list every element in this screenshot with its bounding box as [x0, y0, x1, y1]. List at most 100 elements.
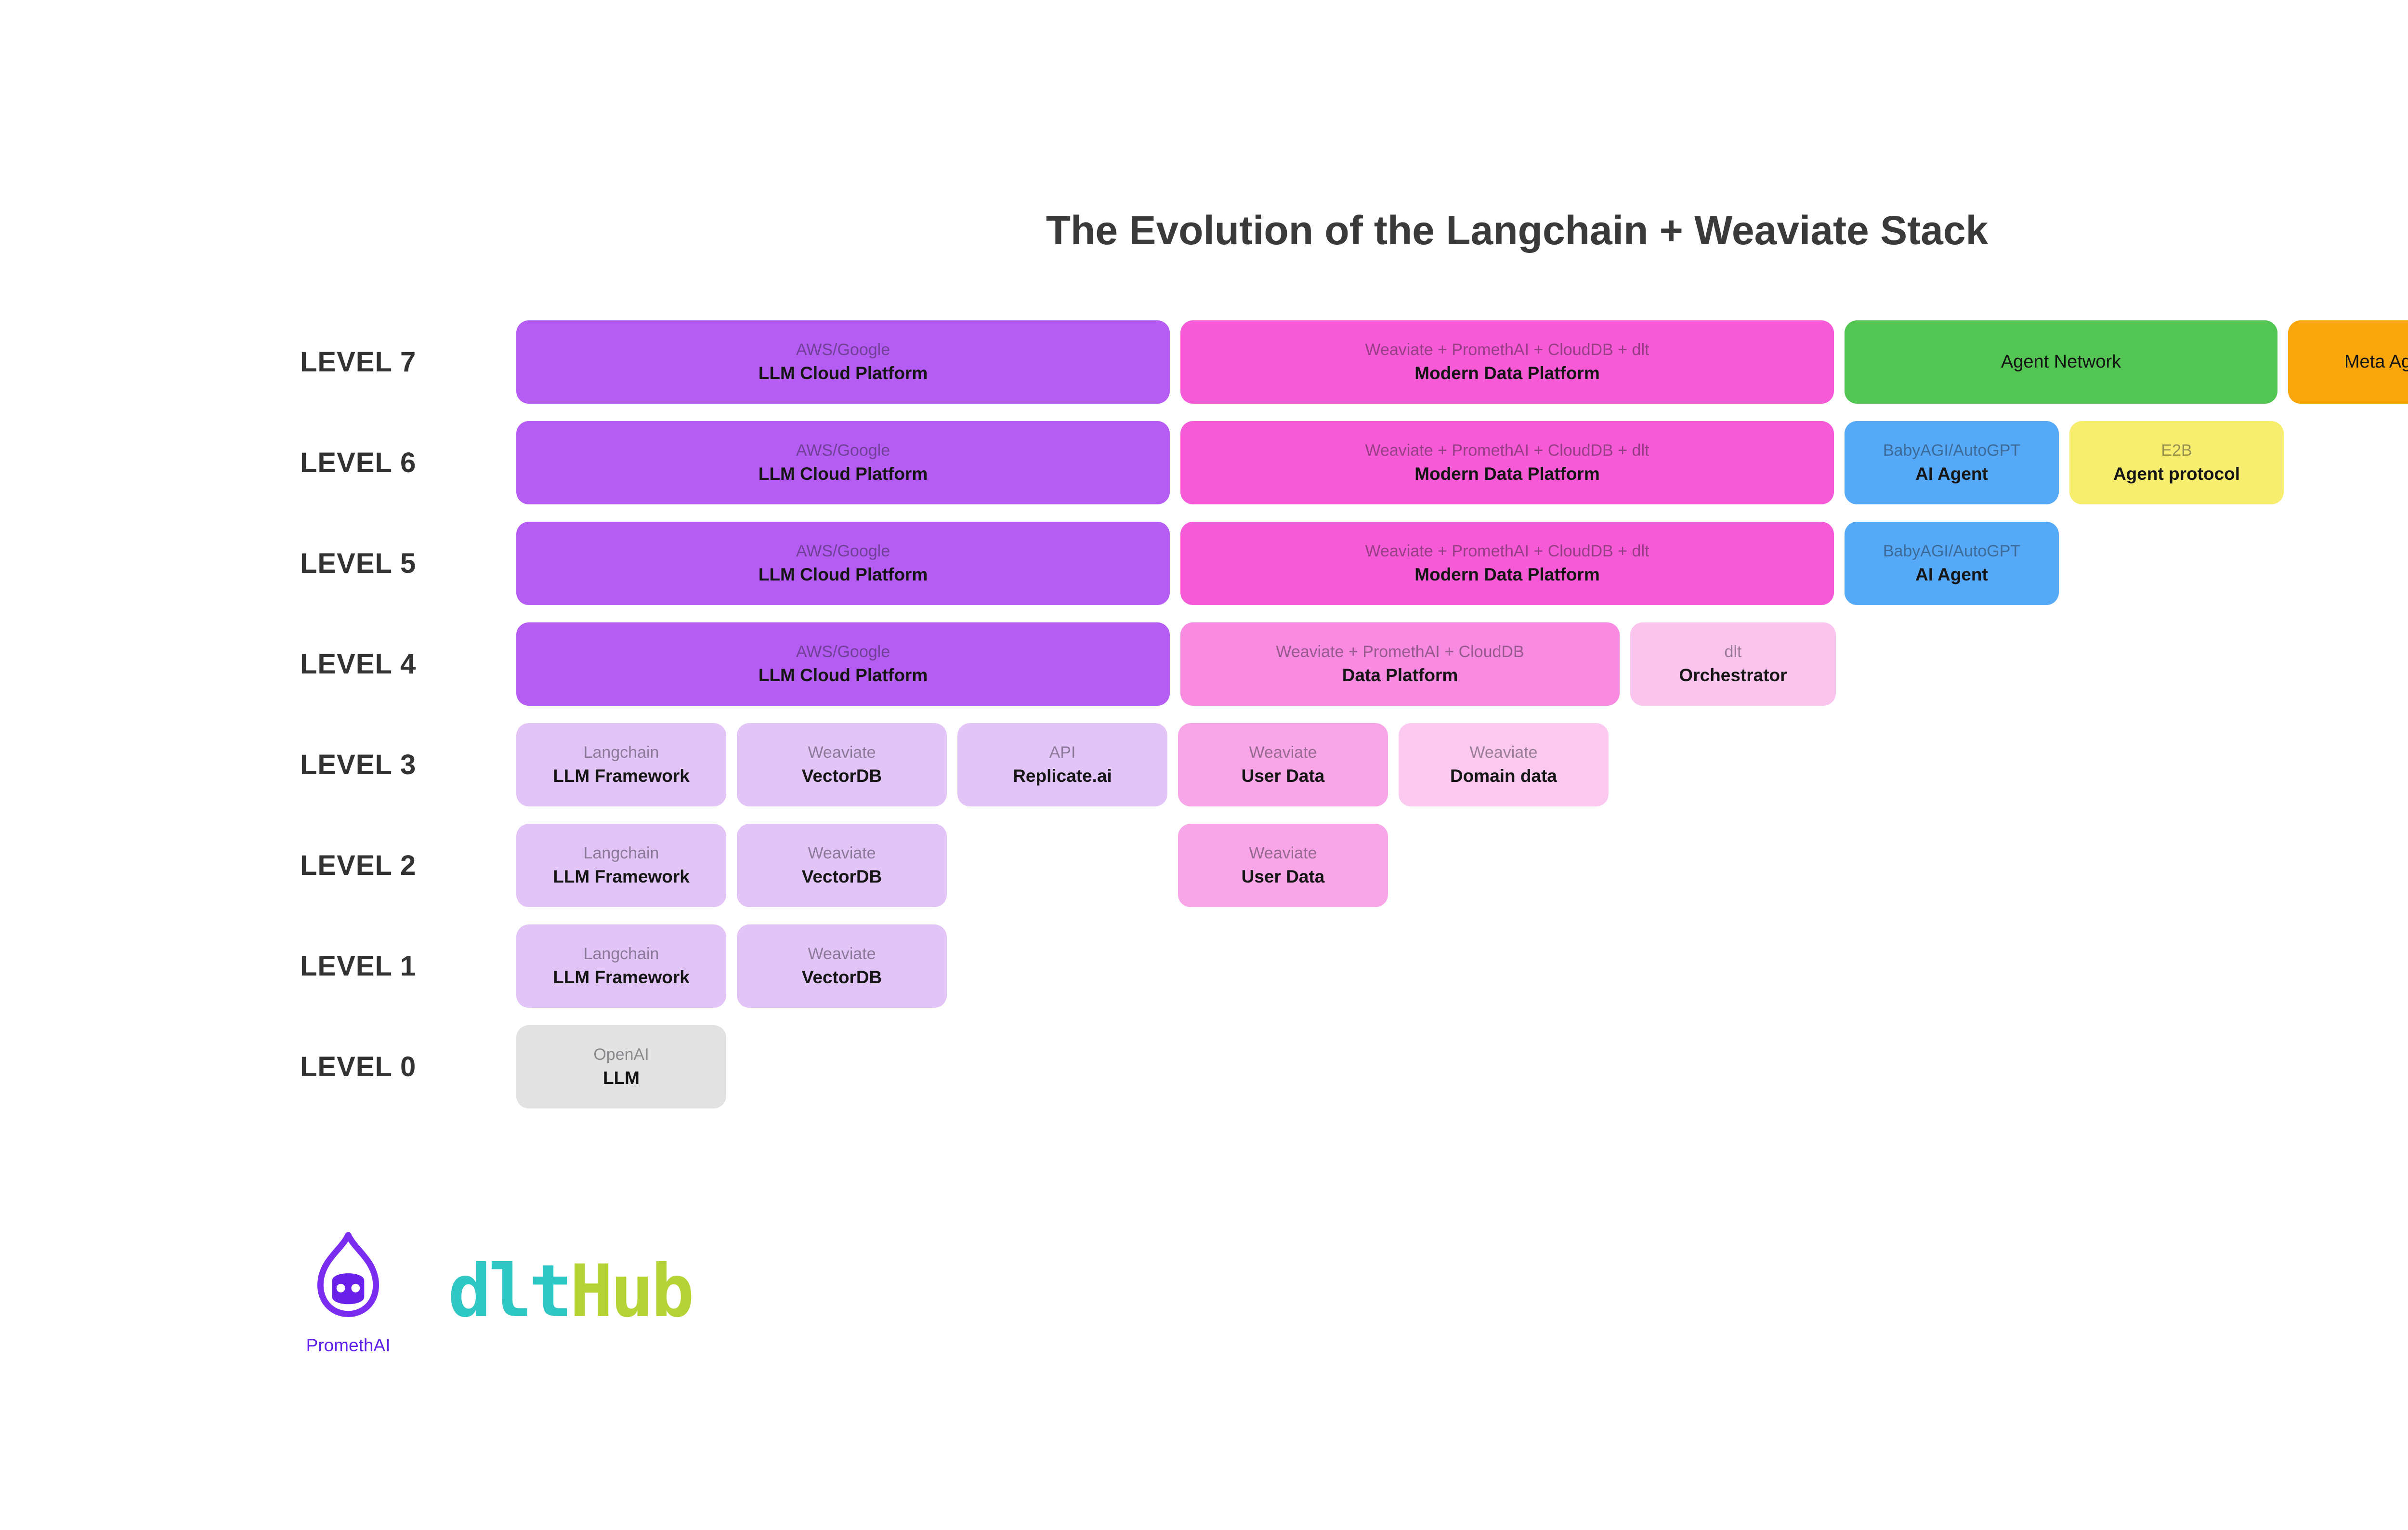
- block-top-label: Weaviate: [808, 743, 876, 762]
- block-top-label: Weaviate: [808, 944, 876, 963]
- block-bottom-label: User Data: [1241, 765, 1325, 786]
- block-top-label: Langchain: [583, 944, 659, 963]
- block-top-label: E2B: [2161, 441, 2192, 460]
- promethai-label: PromethAI: [306, 1335, 391, 1355]
- block-bottom-label: LLM: [602, 1068, 640, 1088]
- block-top-label: AWS/Google: [796, 541, 890, 560]
- block-bottom-label: VectorDB: [801, 765, 882, 786]
- level-label: LEVEL 7: [300, 346, 417, 378]
- block-bottom-label: LLM Cloud Platform: [758, 463, 928, 484]
- block-bottom-label: Modern Data Platform: [1414, 463, 1600, 484]
- block-bottom-label: VectorDB: [801, 866, 882, 886]
- stack-block: Weaviate + PromethAI + CloudDB Data Platf…: [1180, 622, 1620, 706]
- promethai-flame-icon: [317, 1232, 379, 1318]
- block-bottom-label: AI Agent: [1915, 463, 1988, 484]
- block-top-label: Weaviate + PromethAI + CloudDB + dlt: [1365, 340, 1649, 359]
- dlthub-logo: dltHub: [448, 1246, 694, 1337]
- block-top-label: Weaviate: [1249, 844, 1317, 862]
- block-top-label: Weaviate: [808, 844, 876, 862]
- level-label: LEVEL 4: [300, 648, 417, 680]
- stack-block: Meta Agents: [2288, 320, 2408, 404]
- block-bottom-label: Agent protocol: [2113, 463, 2240, 484]
- block-bottom-label: LLM Cloud Platform: [758, 564, 928, 584]
- block-label: Agent Network: [2001, 351, 2121, 372]
- level-label: LEVEL 1: [300, 950, 417, 982]
- block-bottom-label: LLM Framework: [553, 866, 690, 886]
- dlt-logo-text: dlt: [448, 1250, 573, 1333]
- stack-block: BabyAGI/AutoGPT AI Agent: [1845, 522, 2059, 605]
- block-top-label: Langchain: [583, 844, 659, 862]
- block-top-label: AWS/Google: [796, 441, 890, 460]
- block-bottom-label: Data Platform: [1342, 665, 1458, 685]
- level-label: LEVEL 6: [300, 447, 417, 478]
- block-bottom-label: VectorDB: [801, 967, 882, 987]
- level-label: LEVEL 2: [300, 850, 417, 881]
- stack-block: API Replicate.ai: [957, 723, 1167, 806]
- level-row: LEVEL 0OpenAILLMI need to extract nuance…: [0, 1025, 2408, 1108]
- block-bottom-label: Orchestrator: [1679, 665, 1787, 685]
- block-top-label: dlt: [1724, 642, 1742, 661]
- page-title: The Evolution of the Langchain + Weaviat…: [1046, 208, 1989, 253]
- hub-logo-text: Hub: [569, 1250, 694, 1333]
- stack-block: E2B Agent protocol: [2069, 421, 2284, 504]
- block-top-label: Weaviate + PromethAI + CloudDB: [1276, 642, 1524, 661]
- block-bottom-label: LLM Framework: [553, 765, 690, 786]
- block-bottom-label: Modern Data Platform: [1414, 564, 1600, 584]
- block-top-label: Weaviate + PromethAI + CloudDB + dlt: [1365, 541, 1649, 560]
- block-top-label: AWS/Google: [796, 340, 890, 359]
- level-label: LEVEL 3: [300, 749, 417, 780]
- block-bottom-label: User Data: [1241, 866, 1325, 886]
- block-bottom-label: LLM Framework: [553, 967, 690, 987]
- block-bottom-label: LLM Cloud Platform: [758, 363, 928, 383]
- block-top-label: Langchain: [583, 743, 659, 762]
- block-bottom-label: Domain data: [1450, 765, 1557, 786]
- block-top-label: API: [1049, 743, 1076, 762]
- stack-block: Agent Network: [1845, 320, 2277, 404]
- level-label: LEVEL 5: [300, 548, 417, 579]
- block-top-label: Weaviate: [1469, 743, 1538, 762]
- block-bottom-label: Modern Data Platform: [1414, 363, 1600, 383]
- block-label: Meta Agents: [2344, 351, 2408, 372]
- promethai-logo: PromethAI: [293, 1231, 404, 1356]
- block-bottom-label: AI Agent: [1915, 564, 1988, 584]
- block-bottom-label: Replicate.ai: [1013, 765, 1112, 786]
- block-top-label: BabyAGI/AutoGPT: [1883, 541, 2021, 560]
- block-bottom-label: LLM Cloud Platform: [758, 665, 928, 685]
- block-top-label: Weaviate + PromethAI + CloudDB + dlt: [1365, 441, 1649, 460]
- level-label: LEVEL 0: [300, 1051, 417, 1082]
